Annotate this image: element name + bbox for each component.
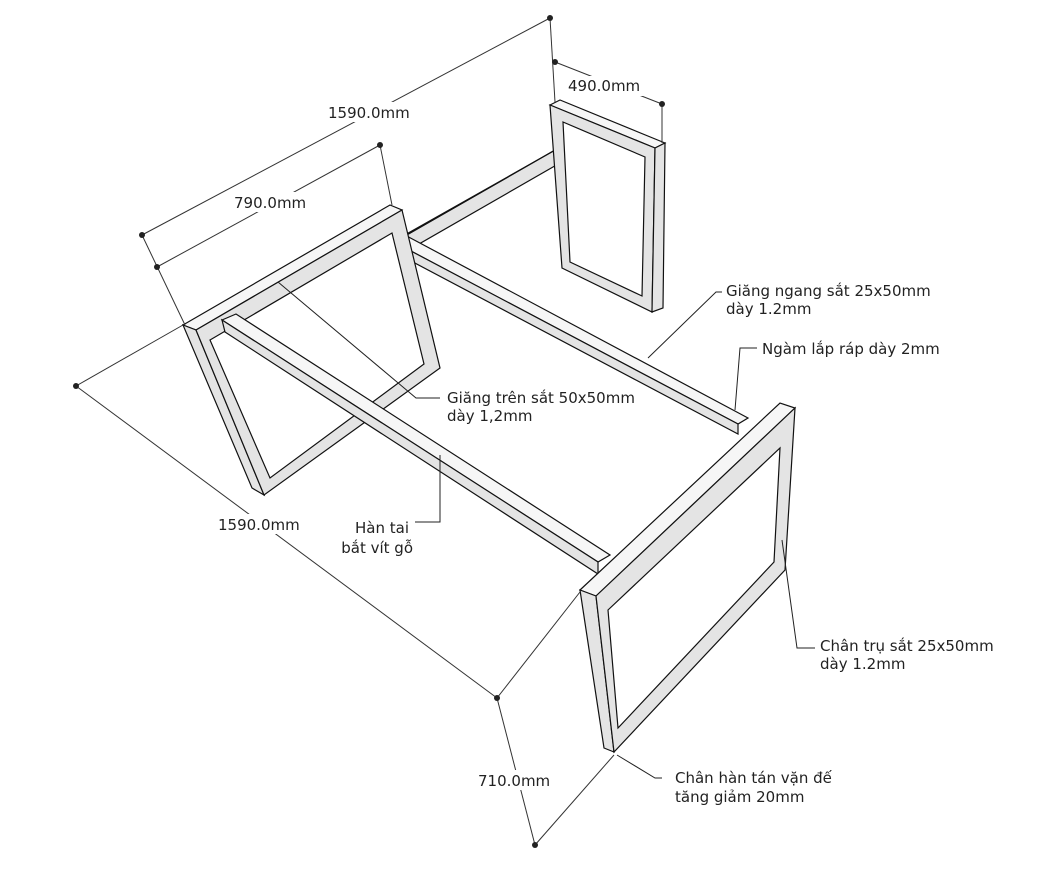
dim-width-frame: 790.0mm	[234, 194, 306, 212]
leader-lines	[277, 281, 815, 779]
annotation-joint: Ngàm lắp ráp dày 2mm	[762, 340, 940, 358]
front-leg-frame	[578, 402, 797, 754]
dim-width-back: 490.0mm	[568, 77, 640, 95]
dimension-lines	[73, 15, 665, 848]
back-leg-frame	[548, 99, 667, 313]
left-leg-frame	[181, 204, 441, 497]
upper-long-rail	[373, 225, 750, 435]
dim-length-top: 1590.0mm	[328, 104, 410, 122]
dim-length-bottom: 1590.0mm	[218, 516, 300, 534]
lower-long-rail	[220, 313, 612, 576]
dim-height: 710.0mm	[478, 772, 550, 790]
